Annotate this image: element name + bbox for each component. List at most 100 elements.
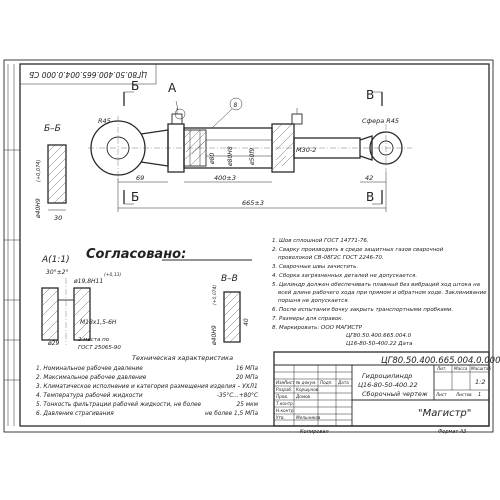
section-v-label-top: В — [366, 88, 374, 102]
dim-400: 400±3 — [214, 174, 236, 182]
tb-col-date: Дата — [337, 380, 349, 385]
technical-notes: 1. Шов сплошной ГОСТ 14771-76. 2. Сварку… — [272, 238, 487, 347]
section-v-label-bottom: В — [366, 190, 374, 204]
bb-section-body — [47, 144, 67, 204]
spec-row-label: 1. Номинальное рабочее давление — [36, 366, 143, 372]
dim-sphere: Сфера R45 — [362, 117, 399, 125]
detail-a-note2: ГОСТ 25065-90 — [78, 345, 121, 351]
note-line: 5. Цилиндр должен обеспечивать плавный б… — [272, 282, 481, 288]
tb-name-1: Гидроцилиндр — [362, 372, 412, 380]
detail-a-circle — [174, 108, 186, 120]
cylinder-main-view — [88, 97, 412, 180]
tb-mass: Масса — [454, 366, 468, 371]
vv-dim-d40: ø40Н9 — [211, 325, 218, 346]
note-line: всей длине рабочего хода при прямом и об… — [278, 290, 487, 296]
note-line: ЦГ80.50.400.665.004.0 — [346, 333, 412, 339]
vv-title: В–В — [221, 274, 238, 284]
spec-row-label: 3. Климатическое исполнение и категория … — [36, 384, 258, 390]
note-line: поршня не допускается. — [278, 298, 350, 304]
tb-name-3: Сборочный чертеж — [362, 390, 428, 398]
tb-col-sign: Подп. — [320, 380, 333, 385]
vv-dim-40: 40 — [243, 318, 250, 326]
tb-sheets-h: Листов — [455, 392, 472, 397]
tb-scale: 1:2 — [475, 378, 485, 386]
detail-a-thread: М18х1,5-6Н — [80, 319, 117, 326]
tb-col-izm: Изм — [276, 380, 285, 385]
title-block — [273, 351, 490, 427]
vv-dim-tol: (+0,074) — [212, 285, 218, 305]
note-line: проволокой СВ-08Г2С ГОСТ 2246-70. — [278, 255, 384, 261]
piston-hatch — [183, 129, 207, 167]
tb-row-check-name: Домов — [295, 394, 311, 399]
spec-list: 1. Номинальное рабочее давление 16 МПа 2… — [36, 366, 259, 417]
section-b-label-bottom: Б — [131, 190, 139, 204]
agreed-label: Согласовано: — [86, 247, 186, 262]
tb-lit: Лит. — [436, 366, 447, 371]
rotated-stamp-text: ЦГ80.50.400.665.004.0.000 СБ — [29, 70, 147, 79]
note-line: 1. Шов сплошной ГОСТ 14771-76. — [272, 238, 369, 244]
rotated-stamp-box — [19, 63, 157, 85]
tb-row-dev-name: Коршунов — [296, 387, 319, 392]
note-line: 8. Маркировать: ООО МАГИСТР — [272, 325, 363, 331]
spec-row-label: 2. Максимальное рабочее давление — [36, 375, 147, 381]
detail-a-d29: ø29 — [47, 340, 59, 347]
tb-format: Формат А3 — [438, 429, 466, 435]
front-port — [291, 113, 303, 125]
detail-a-chamfer: 30°±2° — [46, 269, 68, 276]
spec-row-label: 4. Температура рабочей жидкости — [36, 393, 143, 399]
rod-eye-neck — [359, 135, 373, 161]
dim-pos8: 8 — [234, 102, 238, 109]
title-block-frame — [273, 351, 490, 427]
bb-dim-tol: (+0,074) — [36, 160, 42, 182]
tb-sheets-n: 1 — [478, 392, 481, 398]
spec-row-label: 5. Тонкость фильтрации рабочей жидкости,… — [36, 402, 202, 408]
tb-name-2: Ц16-80-50-400.22 — [358, 381, 418, 389]
detail-a-label: А — [168, 81, 177, 95]
position-leader — [211, 108, 233, 129]
note-line: 6. После испытания бочку закрыть транспо… — [272, 307, 453, 313]
left-eye-bore — [106, 136, 130, 160]
bb-dim-d40: ø40Н9 — [35, 198, 42, 219]
spec-row-value: 25 мкм — [237, 402, 259, 408]
spec-row-value: не более 1,5 МПа — [205, 411, 258, 417]
bb-title: Б–Б — [44, 124, 61, 134]
position-balloon — [229, 97, 243, 111]
tb-sheet-h: Лист — [435, 392, 447, 397]
tb-row-check: Пров. — [276, 394, 288, 399]
piston — [183, 129, 207, 167]
detail-a-d19: ø19,8Н11 — [73, 278, 103, 285]
dim-d80: ø80 — [209, 153, 216, 165]
tb-company: "Магистр" — [418, 408, 471, 419]
dim-665: 665±3 — [242, 199, 264, 207]
detail-a-title: А(1:1) — [41, 255, 70, 265]
dim-d80h8: ø80Н8 — [227, 146, 234, 167]
tb-scale-h: Масштаб — [471, 366, 491, 371]
section-marks — [123, 91, 383, 205]
spec-title: Техническая характеристика — [132, 354, 233, 362]
vv-hatch — [223, 291, 241, 343]
note-line: 3. Сварочные швы зачистить. — [272, 264, 358, 270]
note-line: 2. Сварку производить в среде защитных г… — [272, 247, 444, 253]
detail-a-hatch — [41, 287, 91, 341]
note-line: Ц16-80-50-400.22 Дата — [346, 341, 413, 347]
bb-dim-30: 30 — [54, 214, 62, 222]
dim-69: 69 — [136, 174, 144, 182]
piston-rod — [293, 137, 361, 159]
inner-frame — [19, 63, 490, 427]
note-line: 7. Размеры для справок. — [272, 316, 344, 322]
tb-row-ncontr: Н.контр. — [276, 408, 295, 413]
tb-col-list: Лист — [283, 380, 295, 385]
tb-row-appr: Утв. — [276, 415, 285, 420]
detail-a-leader — [175, 100, 179, 111]
spec-row-label: 6. Давление страгивания — [36, 411, 114, 417]
dim-r45: R45 — [98, 117, 111, 125]
section-b-label-top: Б — [131, 79, 139, 93]
tb-row-appr-name: Мельников — [296, 415, 321, 420]
spec-row-value: 16 МПа — [236, 366, 259, 372]
outer-frame — [3, 59, 494, 433]
detail-a-note1: 2 места по — [78, 337, 110, 343]
gland-hatch — [271, 123, 295, 171]
dim-d50f9: ø50f9 — [249, 148, 256, 166]
tb-row-tcontr: Т.контр. — [276, 401, 294, 406]
